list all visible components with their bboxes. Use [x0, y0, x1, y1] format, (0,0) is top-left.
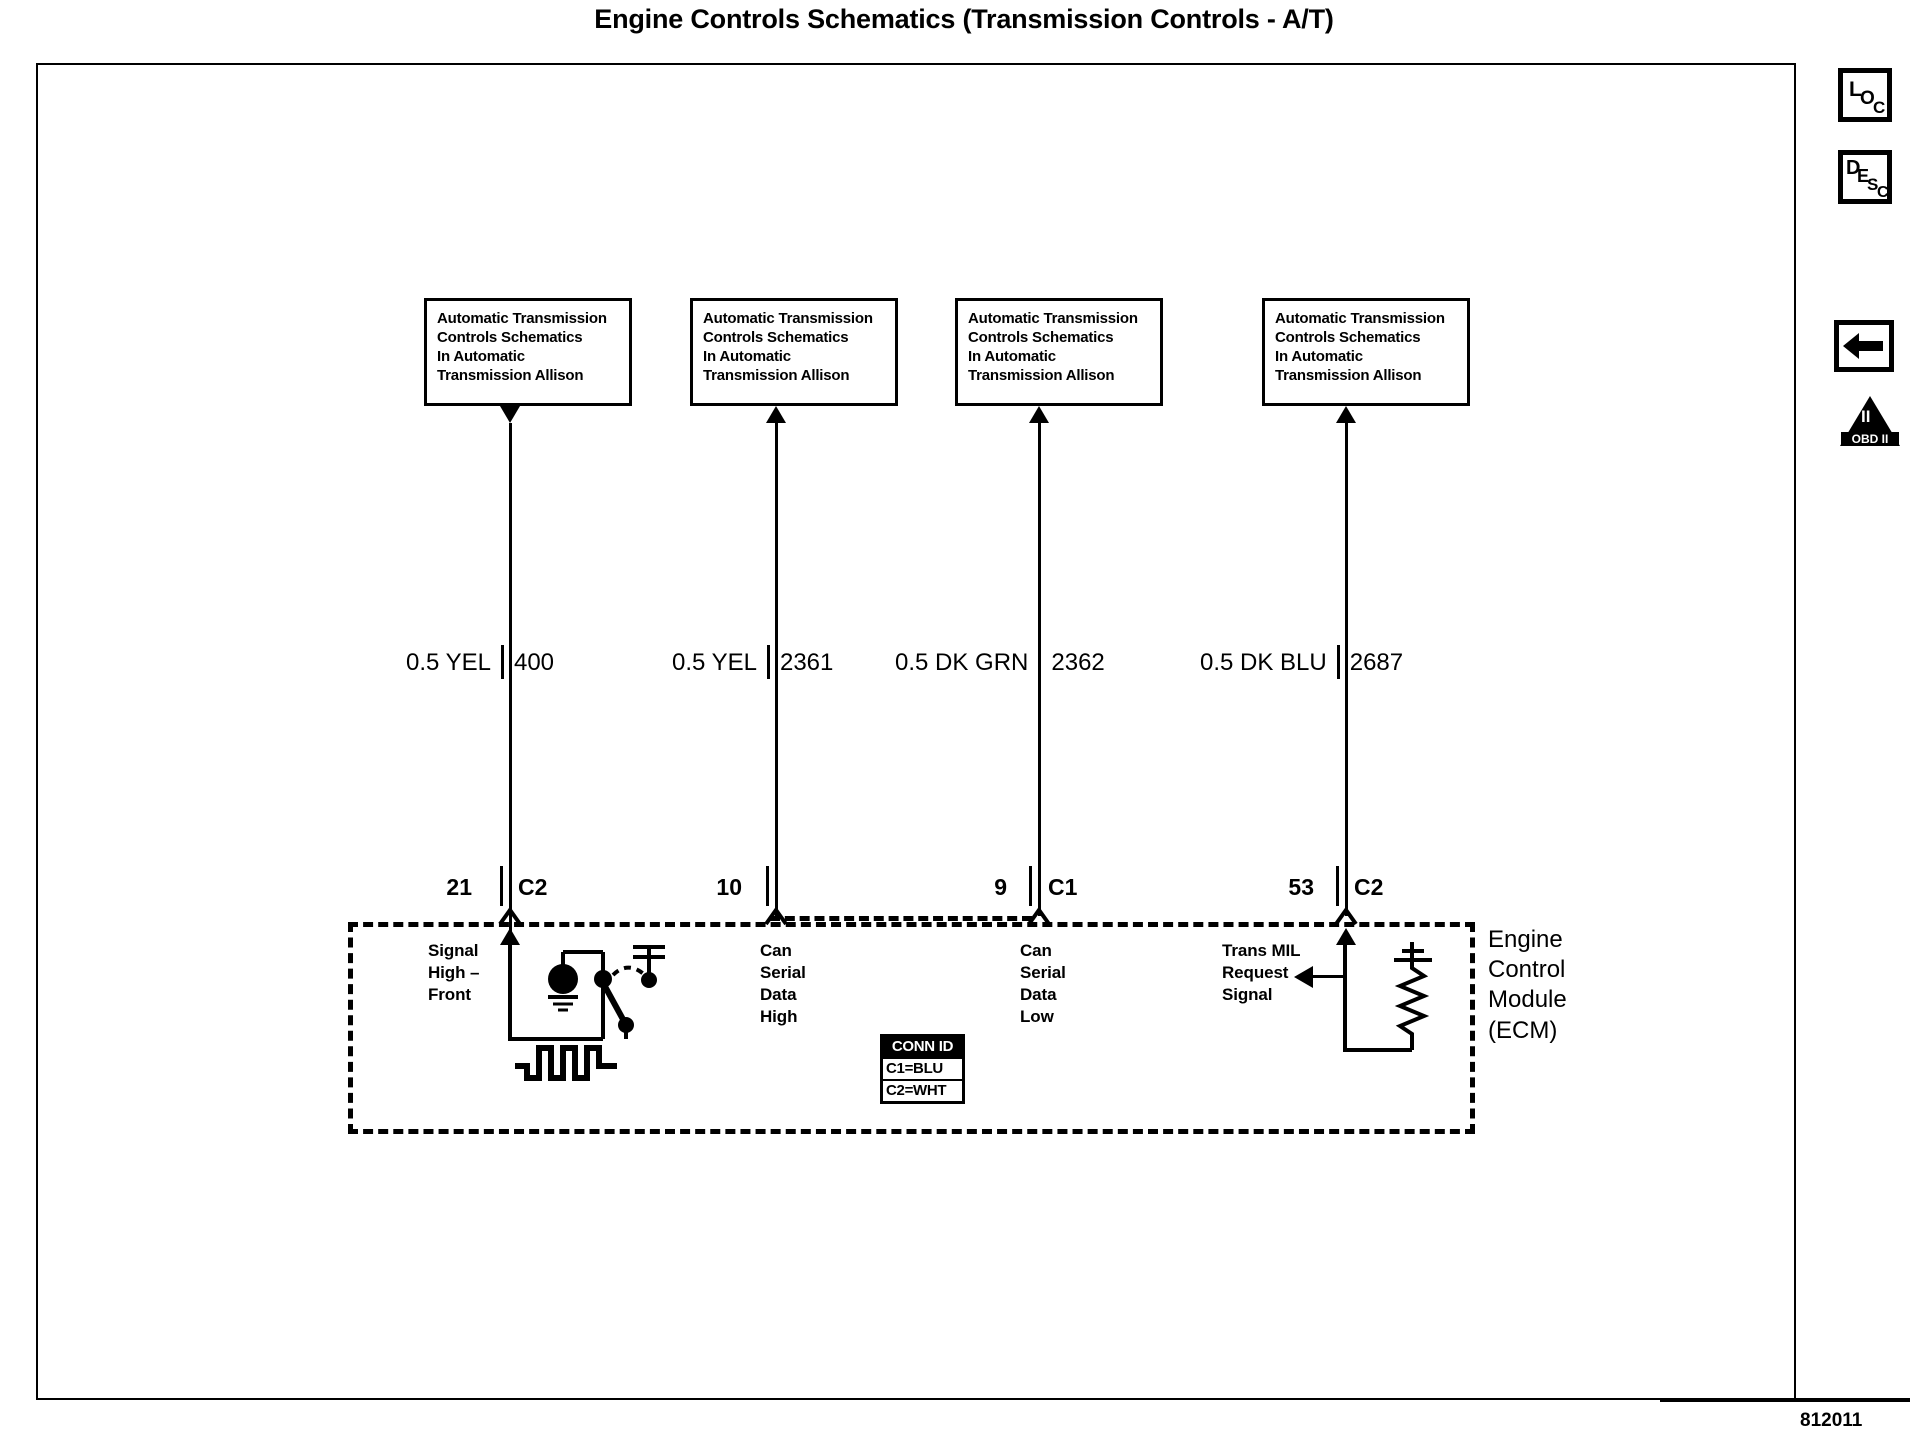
speed-sensor-circuit-symbol	[508, 935, 665, 1041]
signal-label-2362: Can Serial Data Low	[1020, 941, 1066, 1027]
connector-id-c2-pin53: C2	[1354, 874, 1384, 900]
trans-mil-signal-arrow-icon	[1294, 966, 1313, 988]
connector-id-c1-pin9: C1	[1048, 874, 1078, 900]
wire-2362-arrowhead-up	[1029, 406, 1049, 423]
pin-number-53: 53	[1288, 874, 1314, 900]
wire-2687-arrowhead-up-inner	[1336, 928, 1356, 945]
wire-label-divider	[1038, 645, 1042, 679]
pull-up-resistor-symbol	[1343, 938, 1432, 1052]
conn-id-row-c2: C2=WHT	[883, 1079, 962, 1101]
pin-divider-9	[1029, 866, 1032, 906]
back-button[interactable]	[1834, 320, 1894, 372]
sheet-reference-number: 812011	[1800, 1410, 1863, 1431]
ecm-caption: Engine Control Module (ECM)	[1488, 926, 1567, 1044]
ecm-boundary-box	[348, 922, 1475, 1134]
reference-box-400[interactable]: Automatic Transmission Controls Schemati…	[424, 298, 632, 406]
left-arrow-icon	[1843, 333, 1883, 359]
pin-number-21: 21	[446, 874, 472, 900]
conn-id-header: CONN ID	[883, 1037, 962, 1057]
conn-id-table: CONN ID C1=BLU C2=WHT	[880, 1034, 965, 1104]
loc-letter-l: L	[1849, 78, 1862, 101]
signal-label-2687: Trans MIL Request Signal	[1222, 941, 1301, 1005]
pin-number-10: 10	[716, 874, 742, 900]
connector-chevron-9	[1027, 906, 1051, 926]
signal-label-2361: Can Serial Data High	[760, 941, 806, 1027]
pin-divider-10	[766, 866, 769, 906]
reference-box-2687[interactable]: Automatic Transmission Controls Schemati…	[1262, 298, 1470, 406]
wire-2687	[1345, 423, 1348, 916]
wire-2361-arrowhead-up	[766, 406, 786, 423]
desc-button[interactable]: D E S C	[1838, 150, 1892, 204]
loc-letter-c: C	[1873, 98, 1886, 117]
reference-box-2361[interactable]: Automatic Transmission Controls Schemati…	[690, 298, 898, 406]
connector-chevron-53	[1334, 906, 1358, 926]
page-title: Engine Controls Schematics (Transmission…	[594, 4, 1334, 34]
obd-ii-symbol: II	[1861, 407, 1871, 426]
connector-id-c2-pin21: C2	[518, 874, 548, 900]
trans-mil-signal-stub	[1313, 975, 1347, 978]
can-bus-dashed-link	[770, 916, 1032, 921]
diagram-frame	[36, 63, 1796, 1400]
obd-ii-label: OBD II	[1841, 432, 1899, 446]
wire-label-divider	[1336, 645, 1340, 679]
wire-400	[509, 423, 512, 932]
desc-letter-e: E	[1857, 166, 1870, 186]
connector-chevron-21	[498, 906, 522, 926]
desc-letter-c: C	[1877, 184, 1889, 201]
wire-label-divider	[500, 645, 504, 679]
conn-id-row-c1: C1=BLU	[883, 1057, 962, 1079]
wire-label-divider	[766, 645, 770, 679]
signal-label-400: Signal High – Front	[428, 941, 480, 1005]
pin-divider-53	[1336, 866, 1339, 906]
wire-400-arrowhead-down	[500, 406, 520, 423]
pin-number-9: 9	[994, 874, 1007, 900]
wire-2687-arrowhead-up	[1336, 406, 1356, 423]
square-wave-symbol	[515, 1045, 617, 1081]
desc-letter-s: S	[1867, 175, 1879, 194]
footer-rule	[1660, 1398, 1910, 1402]
reference-box-2362[interactable]: Automatic Transmission Controls Schemati…	[955, 298, 1163, 406]
loc-button[interactable]: L O C	[1838, 68, 1892, 122]
pin-divider-21	[500, 866, 503, 906]
wire-2361	[775, 423, 778, 916]
desc-letter-d: D	[1846, 157, 1861, 179]
loc-letter-o: O	[1860, 88, 1875, 109]
